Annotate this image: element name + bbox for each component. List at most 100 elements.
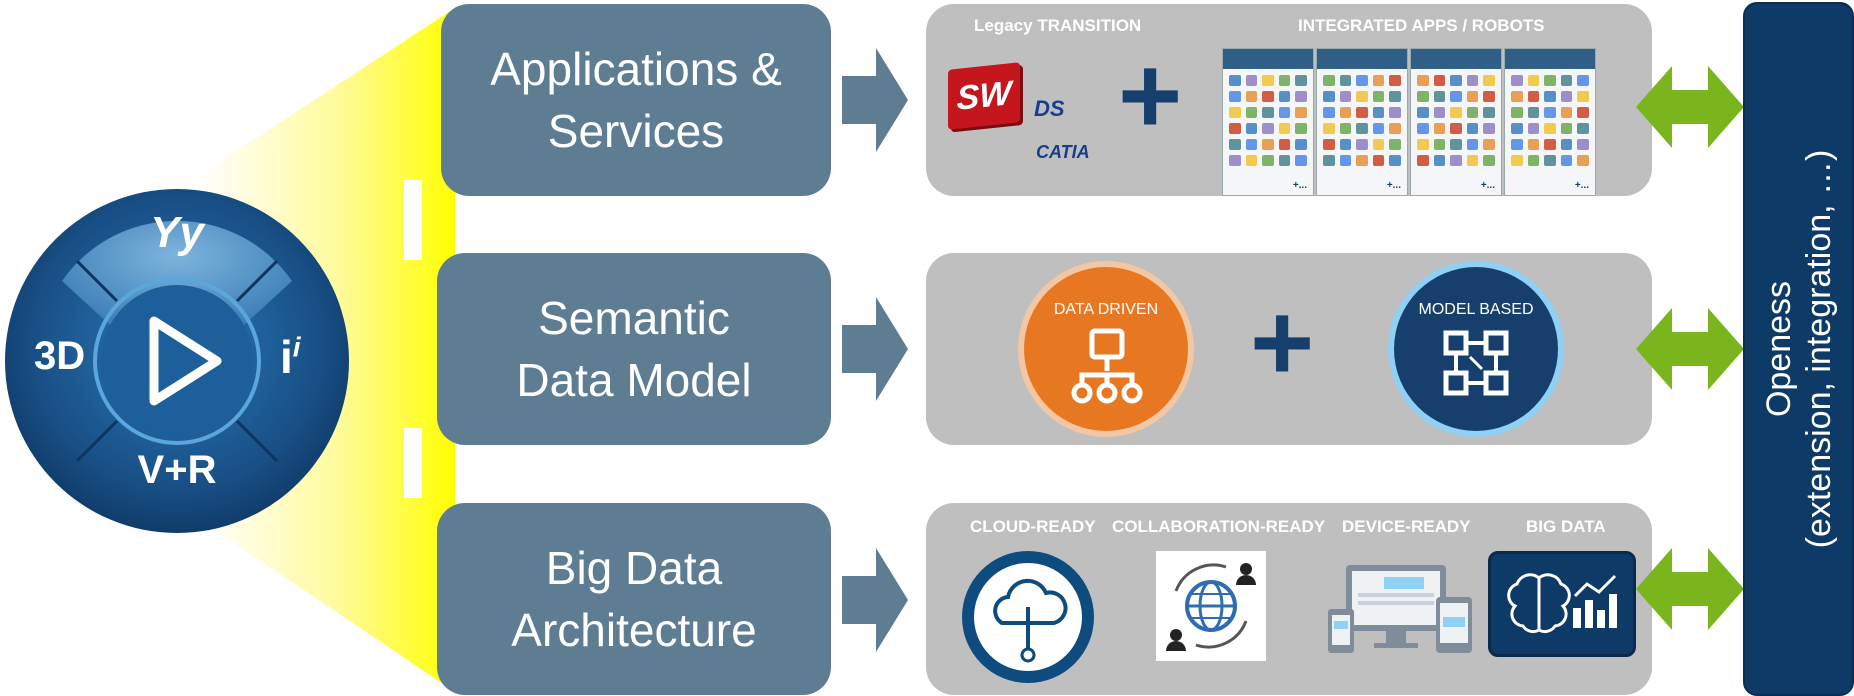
app-tile-icon: [1278, 75, 1291, 86]
logo-top-label: Yy: [150, 208, 204, 257]
app-tile-icon: [1372, 123, 1385, 134]
connector-2: [404, 428, 422, 498]
app-tile-icon: [1245, 75, 1258, 86]
app-tile-icon: [1356, 139, 1368, 150]
big-data-icon: [1488, 551, 1636, 657]
app-tile-icon: [1433, 123, 1446, 134]
app-tile-icon: [1245, 139, 1258, 150]
app-tile-icon: [1323, 155, 1335, 166]
app-tile-icon: [1466, 139, 1479, 150]
network-icon: [1071, 328, 1143, 404]
app-tile-icon: [1278, 107, 1291, 118]
architecture-panel: CLOUD-READY COLLABORATION-READY DEVICE-R…: [926, 503, 1652, 695]
app-tile-icon: [1577, 91, 1589, 102]
app-tile-icon: [1372, 139, 1385, 150]
app-tile-icon: [1577, 123, 1589, 134]
app-screen-3: +...: [1410, 48, 1502, 196]
app-tile-icon: [1389, 139, 1401, 150]
app-tile-icon: [1245, 155, 1258, 166]
app-tile-icon: [1433, 75, 1446, 86]
double-arrow-icon: [1636, 308, 1744, 390]
app-tile-icon: [1433, 155, 1446, 166]
app-tile-icon: [1577, 139, 1589, 150]
double-arrow-icon: [1636, 548, 1744, 630]
compass-logo: Yy 3D ii V+R: [2, 186, 352, 536]
device-ready-label: DEVICE-READY: [1342, 517, 1471, 536]
app-tile-icon: [1323, 107, 1335, 118]
app-tile-icon: [1339, 139, 1352, 150]
app-tile-icon: [1466, 91, 1479, 102]
app-tile-icon: [1511, 155, 1523, 166]
app-tile-icon: [1295, 123, 1307, 134]
app-tile-icon: [1278, 139, 1291, 150]
data-driven-circle: DATA DRIVEN: [1024, 267, 1188, 431]
app-tile-icon: [1295, 107, 1307, 118]
app-tile-icon: [1544, 139, 1556, 150]
app-tile-icon: [1466, 123, 1479, 134]
app-tile-icon: [1356, 75, 1368, 86]
app-tile-icon: [1527, 91, 1540, 102]
app-tile-icon: [1527, 155, 1540, 166]
devices-icon: [1328, 565, 1472, 653]
arrow-right-icon: [842, 548, 908, 652]
app-tile-icon: [1450, 75, 1462, 86]
app-tile-icon: [1356, 123, 1368, 134]
double-arrow-icon: [1636, 66, 1744, 148]
app-tile-icon: [1262, 75, 1274, 86]
logo-bottom-label: V+R: [137, 448, 217, 492]
app-tile-icon: [1511, 123, 1523, 134]
app-tile-icon: [1511, 139, 1523, 150]
app-tile-icon: [1262, 155, 1274, 166]
app-tile-icon: [1433, 107, 1446, 118]
app-tile-icon: [1295, 75, 1307, 86]
model-blocks-icon: [1443, 330, 1509, 396]
app-tile-icon: [1527, 107, 1540, 118]
app-tile-icon: [1527, 123, 1540, 134]
integrated-apps-title: INTEGRATED APPS / ROBOTS: [1298, 16, 1545, 35]
apps-panel: Legacy TRANSITION INTEGRATED APPS / ROBO…: [926, 4, 1652, 196]
app-tile-icon: [1417, 107, 1429, 118]
app-tile-icon: [1323, 91, 1335, 102]
row1-line1: Applications &: [490, 43, 782, 95]
app-tile-icon: [1262, 91, 1274, 102]
app-tile-icon: [1339, 107, 1352, 118]
app-tile-icon: [1483, 123, 1495, 134]
model-based-circle: MODEL BASED: [1394, 267, 1558, 431]
logo-left-label: 3D: [34, 334, 86, 378]
openess-text: Openess (extension, integration, …): [1759, 150, 1839, 549]
app-tile-icon: [1245, 123, 1258, 134]
app-tile-icon: [1450, 91, 1462, 102]
app-tile-icon: [1560, 123, 1573, 134]
app-tile-icon: [1560, 139, 1573, 150]
app-tile-icon: [1483, 155, 1495, 166]
app-tile-icon: [1229, 123, 1241, 134]
app-tile-icon: [1483, 139, 1495, 150]
app-tile-icon: [1278, 155, 1291, 166]
plus-icon: +: [1118, 34, 1183, 157]
openess-bar: Openess (extension, integration, …): [1743, 2, 1854, 696]
app-tile-icon: [1339, 123, 1352, 134]
openess-subtitle: (extension, integration, …): [1799, 149, 1838, 549]
semantic-data-model-box: Semantic Data Model: [437, 253, 831, 445]
app-tile-icon: [1450, 123, 1462, 134]
app-tile-icon: [1245, 107, 1258, 118]
app-tile-icon: [1262, 123, 1274, 134]
app-tile-icon: [1483, 107, 1495, 118]
app-tile-icon: [1295, 91, 1307, 102]
app-tile-icon: [1339, 91, 1352, 102]
solidworks-logo: SW: [948, 62, 1020, 130]
app-tile-icon: [1389, 155, 1401, 166]
connector-1: [404, 180, 422, 260]
arrow-right-icon: [842, 48, 908, 152]
plus-icon: +: [1250, 281, 1315, 404]
app-tile-icon: [1544, 123, 1556, 134]
app-tile-icon: [1450, 107, 1462, 118]
app-tile-icon: [1389, 123, 1401, 134]
app-tile-icon: [1511, 107, 1523, 118]
app-tile-icon: [1323, 139, 1335, 150]
app-tile-icon: [1323, 75, 1335, 86]
app-tile-icon: [1295, 155, 1307, 166]
app-tile-icon: [1356, 91, 1368, 102]
app-tile-icon: [1483, 75, 1495, 86]
big-data-architecture-box: Big Data Architecture: [437, 503, 831, 695]
